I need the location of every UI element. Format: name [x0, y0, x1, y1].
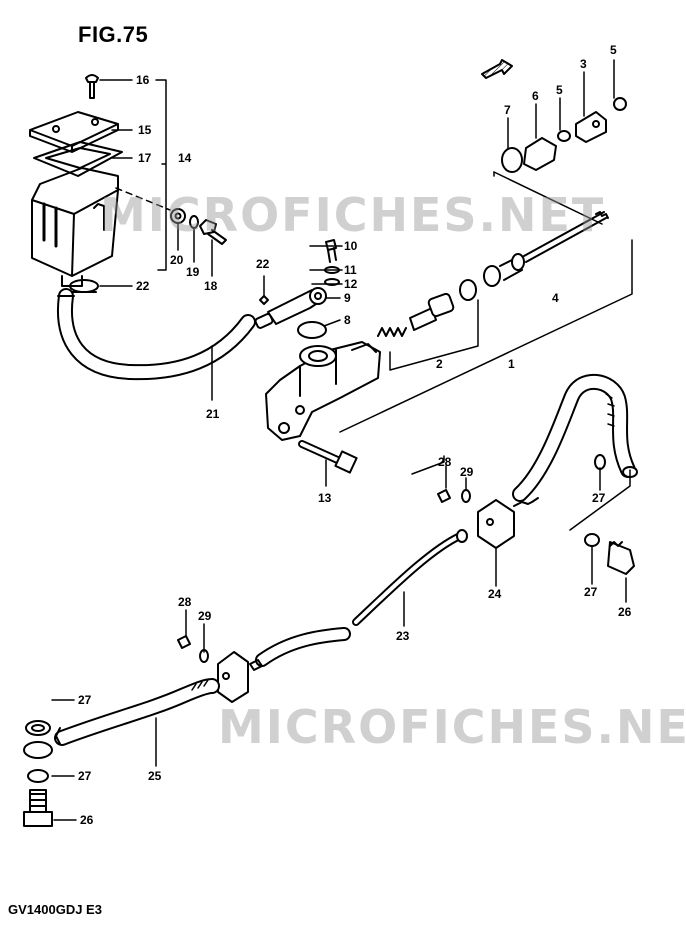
callout-6: 6: [532, 89, 539, 103]
washer-12: [324, 278, 340, 286]
reservoir-mount-screw: [199, 219, 227, 245]
callout-7: 7: [504, 103, 511, 117]
callout-labels: 16 15 17 14 20 19 18 22 22 10 11 12 9 8 …: [78, 43, 632, 827]
circlip-7: [501, 147, 523, 173]
callout-27-right: 27: [584, 585, 598, 599]
mount-bolt: [298, 440, 358, 474]
reservoir-plate: [33, 141, 123, 177]
banjo-27: [23, 741, 53, 759]
junction-block-upper: [477, 497, 539, 549]
reservoir-cap-screw: [85, 74, 99, 99]
callout-19: 19: [186, 265, 200, 279]
push-rod: [483, 211, 609, 287]
washer-27a: [594, 454, 606, 470]
callout-3: 3: [580, 57, 587, 71]
callout-28-lower: 28: [178, 595, 192, 609]
washer-29a: [461, 489, 471, 503]
callout-13: 13: [318, 491, 332, 505]
watermark-lower: MICROFICHES.NET: [218, 700, 686, 754]
callout-20: 20: [170, 253, 184, 267]
callout-26-lower: 26: [80, 813, 94, 827]
callout-28-upper: 28: [438, 455, 452, 469]
banjo-bolt: [325, 239, 337, 263]
callout-22-clamp: 22: [136, 279, 150, 293]
callout-22-screw: 22: [256, 257, 270, 271]
boot-6: [523, 137, 557, 171]
callout-5-top: 5: [610, 43, 617, 57]
figure-title: FIG.75: [78, 22, 149, 47]
washer-27d: [27, 769, 49, 783]
reservoir-assembly: [29, 74, 227, 293]
callout-12: 12: [344, 277, 358, 291]
reservoir-body: [31, 167, 119, 277]
leader-lines: [51, 59, 627, 821]
callout-2: 2: [436, 357, 443, 371]
reservoir-cap: [29, 111, 119, 153]
washer-27c: [25, 720, 51, 736]
washer-20: [170, 208, 186, 224]
callout-21: 21: [206, 407, 220, 421]
callout-18: 18: [204, 279, 218, 293]
banjo-bolt-26b: [23, 789, 53, 827]
callout-17: 17: [138, 151, 152, 165]
callout-15: 15: [138, 123, 152, 137]
lower-hose: [54, 678, 220, 746]
callout-16: 16: [136, 73, 150, 87]
callout-29-lower: 29: [198, 609, 212, 623]
callout-8: 8: [344, 313, 351, 327]
callout-24: 24: [488, 587, 502, 601]
hose-fitting: [254, 287, 327, 329]
clevis-3: [575, 111, 607, 143]
callout-27-lower-top: 27: [78, 693, 92, 707]
nut-5b: [613, 97, 627, 111]
callout-11: 11: [344, 263, 357, 277]
piston-spring-kit: [377, 279, 477, 337]
upper-pressure-hose: [512, 373, 638, 502]
banjo-bolt-26a: [607, 541, 635, 575]
callout-1: 1: [508, 357, 515, 371]
callout-27-upper: 27: [592, 491, 606, 505]
master-cylinder: [265, 341, 381, 441]
washer-27b: [584, 533, 600, 547]
callout-14: 14: [178, 151, 192, 165]
callout-29-upper: 29: [460, 465, 474, 479]
callout-4: 4: [552, 291, 559, 305]
callout-26-right: 26: [618, 605, 632, 619]
callout-9: 9: [344, 291, 351, 305]
callout-25: 25: [148, 769, 162, 783]
callout-23: 23: [396, 629, 410, 643]
bolt-28b: [177, 635, 191, 649]
nut-5: [557, 130, 571, 142]
bolt-28a: [437, 489, 451, 503]
model-code: GV1400GDJ E3: [8, 902, 102, 917]
o-ring-8: [297, 321, 327, 339]
reservoir-hose: [57, 288, 256, 381]
watermark-upper: MICROFICHES.NET: [100, 188, 606, 242]
clevis-parts: [481, 59, 627, 173]
brake-pipe: [249, 529, 468, 671]
junction-block-lower: [217, 651, 249, 703]
callout-27-lower-bottom: 27: [78, 769, 92, 783]
callout-5-nut: 5: [556, 83, 563, 97]
callout-10: 10: [344, 239, 358, 253]
